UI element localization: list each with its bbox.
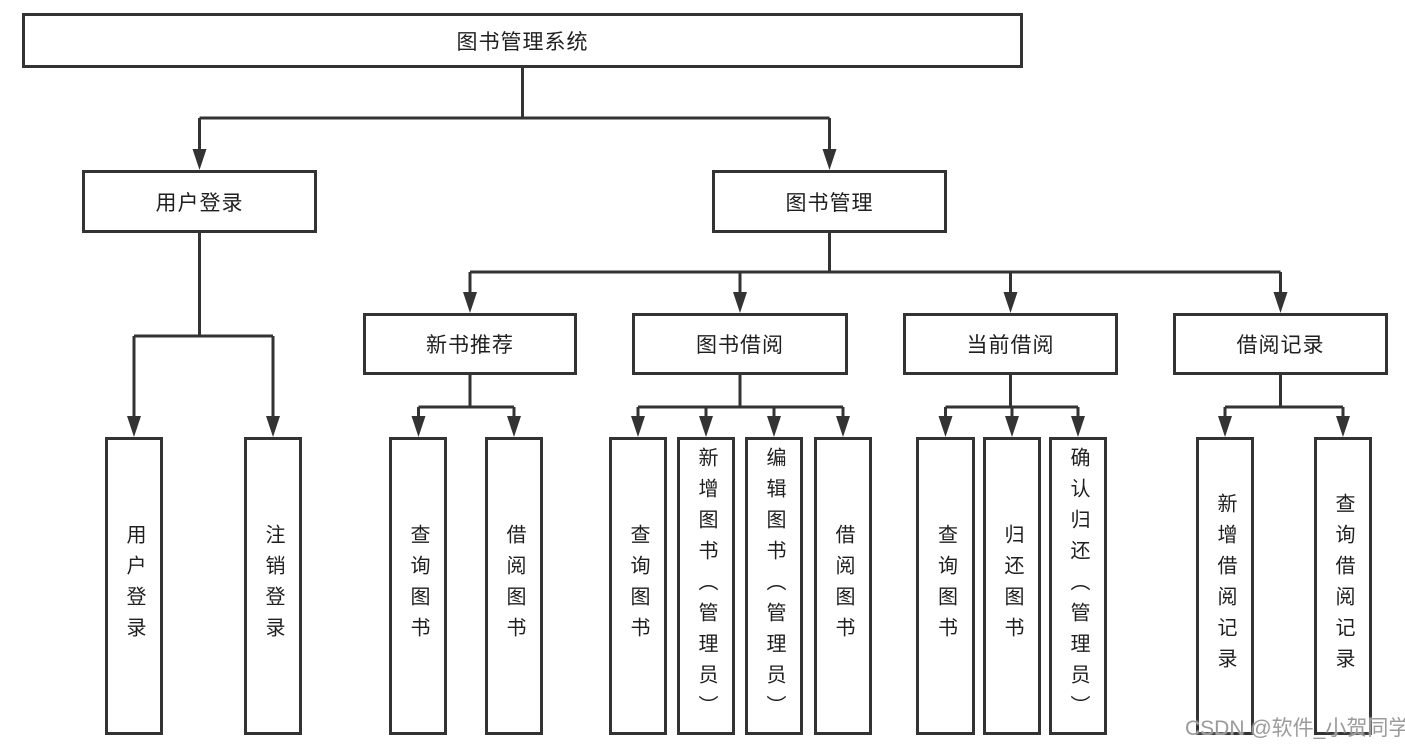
leaf-return-books: 归还图书 — [983, 437, 1041, 735]
leaf-add-borrow-record: 新增借阅记录 — [1196, 437, 1254, 735]
leaf-confirm-return-admin: 确认归还（管理员） — [1049, 437, 1107, 735]
leaf-borrow-books-recommend: 借阅图书 — [485, 437, 543, 735]
node-book-borrow: 图书借阅 — [632, 313, 848, 375]
leaf-add-books-admin: 新增图书（管理员） — [677, 437, 735, 735]
node-current-borrow: 当前借阅 — [903, 313, 1118, 375]
leaf-query-books-recommend: 查询图书 — [389, 437, 447, 735]
leaf-query-borrow-record: 查询借阅记录 — [1314, 437, 1372, 735]
node-new-book-recommend: 新书推荐 — [363, 313, 577, 375]
leaf-query-books-current: 查询图书 — [916, 437, 975, 735]
node-book-management: 图书管理 — [712, 170, 947, 233]
leaf-user-login: 用户登录 — [105, 437, 163, 735]
leaf-edit-books-admin: 编辑图书（管理员） — [745, 437, 803, 735]
leaf-logout: 注销登录 — [244, 437, 302, 735]
csdn-watermark: CSDN @软件_小贺同学 — [1185, 717, 1405, 740]
node-root: 图书管理系统 — [22, 13, 1023, 68]
node-user-login: 用户登录 — [82, 170, 317, 233]
leaf-borrow-books: 借阅图书 — [814, 437, 872, 735]
node-borrow-records: 借阅记录 — [1173, 313, 1388, 375]
leaf-query-books-borrow: 查询图书 — [609, 437, 667, 735]
